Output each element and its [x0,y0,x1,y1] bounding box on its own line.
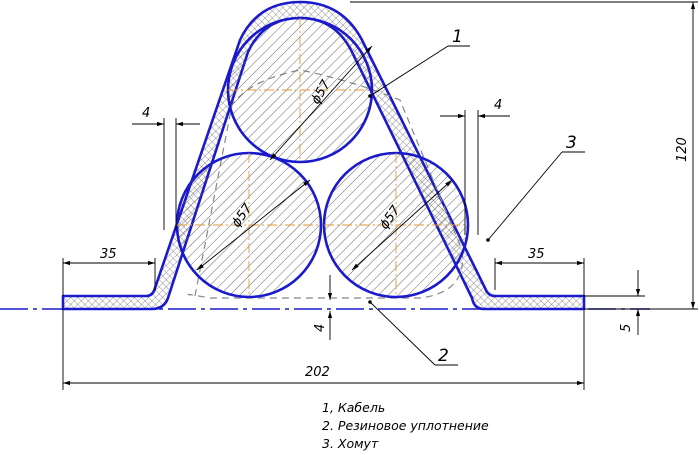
dimension-wall-right-4: 4 [494,98,502,113]
legend-item-2: 2. Резиновое уплотнение [322,418,489,433]
legend: 1, Кабель 2. Резиновое уплотнение 3. Хом… [322,400,489,451]
leader-label-cable: 1 [452,27,463,47]
legend-item-1: 1, Кабель [322,400,385,415]
dimension-base-5: 5 [619,324,634,332]
leader-label-seal: 2 [438,346,449,366]
leader-label-clamp: 3 [566,133,577,153]
cable-right [322,151,470,299]
cable-top [226,16,374,164]
cable-left [175,151,323,299]
dimension-width-202: 202 [305,365,330,380]
dimension-flange-right-35: 35 [528,247,545,262]
leader-dot-cable [368,94,372,98]
leader-dot-seal [368,300,372,304]
leader-lines [369,45,585,366]
dimension-wall-left-4: 4 [142,106,150,121]
dimension-seal-gap-4: 4 [313,324,328,332]
dimension-flange-left-35: 35 [100,247,117,262]
leader-dot-clamp [486,238,490,242]
legend-item-3: 3. Хомут [322,436,379,451]
dimension-height-120: 120 [675,137,690,162]
dimension-lines [62,1,698,390]
diameter-dimension-lines [196,45,453,271]
